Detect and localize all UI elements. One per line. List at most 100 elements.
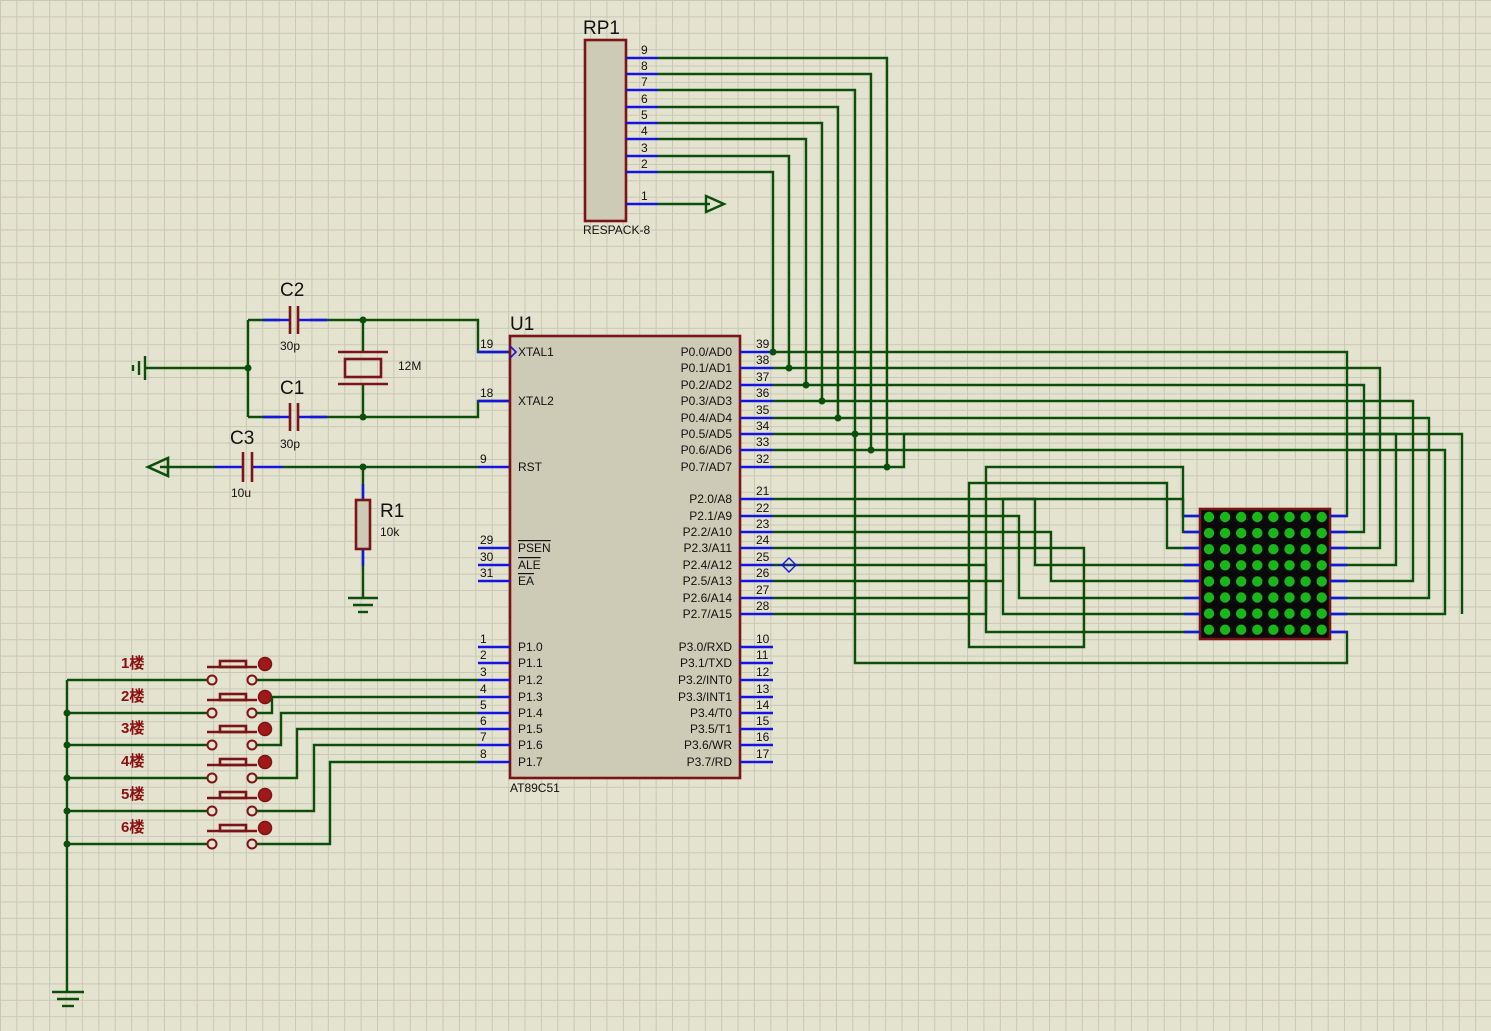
- led-dot: [1268, 576, 1279, 587]
- respack-rp1[interactable]: RP1 RESPACK-8: [583, 18, 727, 237]
- pin-number: 29: [480, 533, 494, 547]
- capacitor-c3[interactable]: C3 10u: [215, 428, 283, 500]
- led-matrix[interactable]: [1198, 507, 1332, 641]
- rp1-pin-6[interactable]: 6: [626, 92, 658, 109]
- button-indicator-icon[interactable]: [257, 820, 273, 836]
- resistor-r1[interactable]: R1 10k: [354, 484, 404, 566]
- button-indicator-icon[interactable]: [257, 754, 273, 770]
- u1-pin-3[interactable]: 3P1.2: [478, 665, 543, 687]
- rp1-pin-8[interactable]: 8: [626, 59, 658, 76]
- probe-icon: [777, 557, 801, 573]
- pin-name: P1.4: [518, 706, 543, 720]
- button-floor-1[interactable]: 1楼: [67, 654, 273, 686]
- led-dot: [1219, 544, 1231, 555]
- capacitor-c2[interactable]: C2 30p: [263, 280, 327, 353]
- pin-number: 19: [480, 337, 494, 351]
- led-dot: [1284, 592, 1295, 603]
- button-indicator-icon[interactable]: [257, 656, 273, 672]
- u1-pin-8[interactable]: 8P1.7: [478, 747, 543, 769]
- pin-number: 1: [480, 632, 487, 646]
- pin-number: 4: [641, 124, 648, 138]
- rp1-pin-5[interactable]: 5: [626, 108, 658, 125]
- u1-pin-5[interactable]: 5P1.4: [478, 698, 543, 720]
- pin-number: 35: [756, 403, 770, 417]
- pin-number: 8: [480, 747, 487, 761]
- pin-name: P3.4/T0: [690, 706, 732, 720]
- button-floor-3[interactable]: 3楼: [67, 719, 273, 751]
- led-dot: [1219, 624, 1231, 635]
- led-dot: [1300, 527, 1311, 539]
- rp1-pin-2[interactable]: 2: [626, 157, 658, 174]
- led-dot: [1203, 527, 1215, 539]
- button-label: 1楼: [121, 654, 144, 672]
- button-label: 4楼: [121, 752, 144, 770]
- crystal-x1[interactable]: 12M: [338, 350, 421, 386]
- u1-pin-4[interactable]: 4P1.3: [478, 682, 543, 704]
- pin-number: 22: [756, 501, 770, 515]
- u1-pin-7[interactable]: 7P1.6: [478, 730, 543, 752]
- button-indicator-icon[interactable]: [257, 689, 273, 705]
- led-dot: [1316, 592, 1327, 603]
- button-floor-6[interactable]: 6楼: [67, 818, 273, 850]
- u1-pin-6[interactable]: 6P1.5: [478, 714, 543, 736]
- pin-number: 7: [480, 730, 487, 744]
- button-indicator-icon[interactable]: [257, 787, 273, 803]
- pin-number: 5: [480, 698, 487, 712]
- button-floor-5[interactable]: 5楼: [67, 785, 273, 817]
- pin-number: 18: [480, 386, 494, 400]
- c1-value: 30p: [280, 437, 300, 451]
- button-floor-4[interactable]: 4楼: [67, 752, 273, 784]
- pin-name: P1.5: [518, 722, 543, 736]
- button-floor-2[interactable]: 2楼: [67, 687, 273, 719]
- rp1-pin-4[interactable]: 4: [626, 124, 658, 141]
- pin-name: P3.5/T1: [690, 722, 732, 736]
- led-dot: [1252, 608, 1263, 619]
- button-indicator-icon[interactable]: [257, 721, 273, 737]
- pin-name: P3.2/INT0: [678, 673, 732, 687]
- rp1-pin-9[interactable]: 9: [626, 43, 658, 60]
- pin-number: 14: [756, 698, 770, 712]
- led-dot: [1219, 592, 1231, 603]
- rp1-pin-3[interactable]: 3: [626, 141, 658, 158]
- rp1-pin-7[interactable]: 7: [626, 75, 658, 92]
- led-dot: [1300, 576, 1311, 587]
- led-dot: [1316, 544, 1327, 555]
- pin-name: P0.1/AD1: [681, 361, 733, 375]
- u1-pin-2[interactable]: 2P1.1: [478, 648, 543, 670]
- mcu-u1[interactable]: U1 AT89C51: [508, 314, 742, 795]
- u1-pin-1[interactable]: 1P1.0: [478, 632, 543, 654]
- rp1-pin-1[interactable]: 1: [626, 189, 658, 206]
- capacitor-c1[interactable]: C1 30p: [263, 378, 327, 451]
